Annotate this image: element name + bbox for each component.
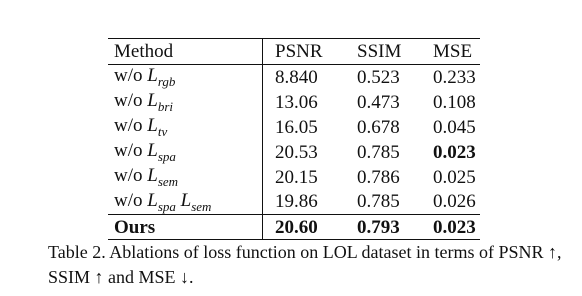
mse-cell: 0.108 (433, 91, 476, 113)
method-cell: w/o Lbri (108, 89, 263, 115)
mse-cell: 0.026 (433, 191, 476, 213)
table-body: w/o Lrgb 8.840 0.523 0.233 w/o Lbri 13.06 0.47… (108, 64, 480, 240)
mse-cell: 0.233 (433, 66, 476, 88)
table-row: w/o Ltv 16.05 0.678 0.045 (108, 114, 480, 140)
ssim-cell: 0.785 (357, 191, 400, 213)
loss-symbol: Lspa (147, 189, 176, 214)
loss-symbol: Lrgb (147, 65, 176, 90)
method-cell: w/o Lspa (108, 139, 263, 165)
psnr-cell: 20.60 (275, 216, 318, 238)
method-cell: w/o Lsem (108, 164, 263, 190)
table-row: w/o Lspa 20.53 0.785 0.023 (108, 139, 480, 165)
loss-symbol: Lbri (147, 90, 173, 114)
psnr-cell: 16.05 (275, 116, 318, 138)
ablation-table-container: Method PSNR SSIM MSE w/o Lrgb 8.840 0.523 0… (108, 38, 480, 240)
table-row-ours: Ours 20.60 0.793 0.023 (108, 214, 480, 240)
loss-symbol: Lspa (147, 140, 176, 164)
method-cell: w/o Ltv (108, 114, 263, 140)
psnr-cell: 20.53 (275, 141, 318, 163)
method-prefix: w/o (114, 140, 143, 161)
ssim-cell: 0.473 (357, 91, 400, 113)
header-method: Method (108, 38, 263, 65)
method-cell: w/o Lrgb (108, 64, 263, 90)
psnr-cell: 20.15 (275, 166, 318, 188)
ablation-table: Method PSNR SSIM MSE w/o Lrgb 8.840 0.523 0… (108, 38, 480, 240)
ssim-cell: 0.786 (357, 166, 400, 188)
mse-cell: 0.023 (433, 216, 476, 238)
header-mse: MSE (433, 41, 473, 62)
ssim-cell: 0.793 (357, 216, 400, 238)
psnr-cell: 19.86 (275, 191, 318, 213)
ssim-cell: 0.523 (357, 66, 400, 88)
psnr-cell: 13.06 (275, 91, 318, 113)
table-row: w/o Lsem 20.15 0.786 0.025 (108, 164, 480, 190)
header-psnr: PSNR (275, 41, 323, 62)
header-ssim: SSIM (357, 41, 402, 62)
ssim-cell: 0.785 (357, 141, 400, 163)
method-cell: Ours (108, 214, 263, 240)
loss-symbol: Ltv (147, 115, 168, 139)
method-prefix: w/o (114, 115, 143, 136)
mse-cell: 0.025 (433, 166, 476, 188)
method-prefix: w/o (114, 90, 143, 111)
mse-cell: 0.023 (433, 141, 476, 163)
loss-symbol: Lsem (180, 189, 212, 214)
psnr-cell: 8.840 (275, 66, 318, 88)
mse-cell: 0.045 (433, 116, 476, 138)
loss-symbol: Lsem (147, 165, 179, 189)
method-prefix: w/o (114, 165, 143, 186)
table-header-row: Method PSNR SSIM MSE (108, 38, 480, 65)
ssim-cell: 0.678 (357, 116, 400, 138)
table-caption: Table 2. Ablations of loss function on L… (48, 242, 562, 287)
table-row: w/o Lspa Lsem 19.86 0.785 0.026 (108, 189, 480, 215)
table-row: w/o Lbri 13.06 0.473 0.108 (108, 89, 480, 115)
table-row: w/o Lrgb 8.840 0.523 0.233 (108, 64, 480, 90)
method-cell: w/o Lspa Lsem (108, 189, 263, 215)
method-prefix: w/o (114, 65, 143, 87)
method-prefix: w/o (114, 189, 143, 211)
